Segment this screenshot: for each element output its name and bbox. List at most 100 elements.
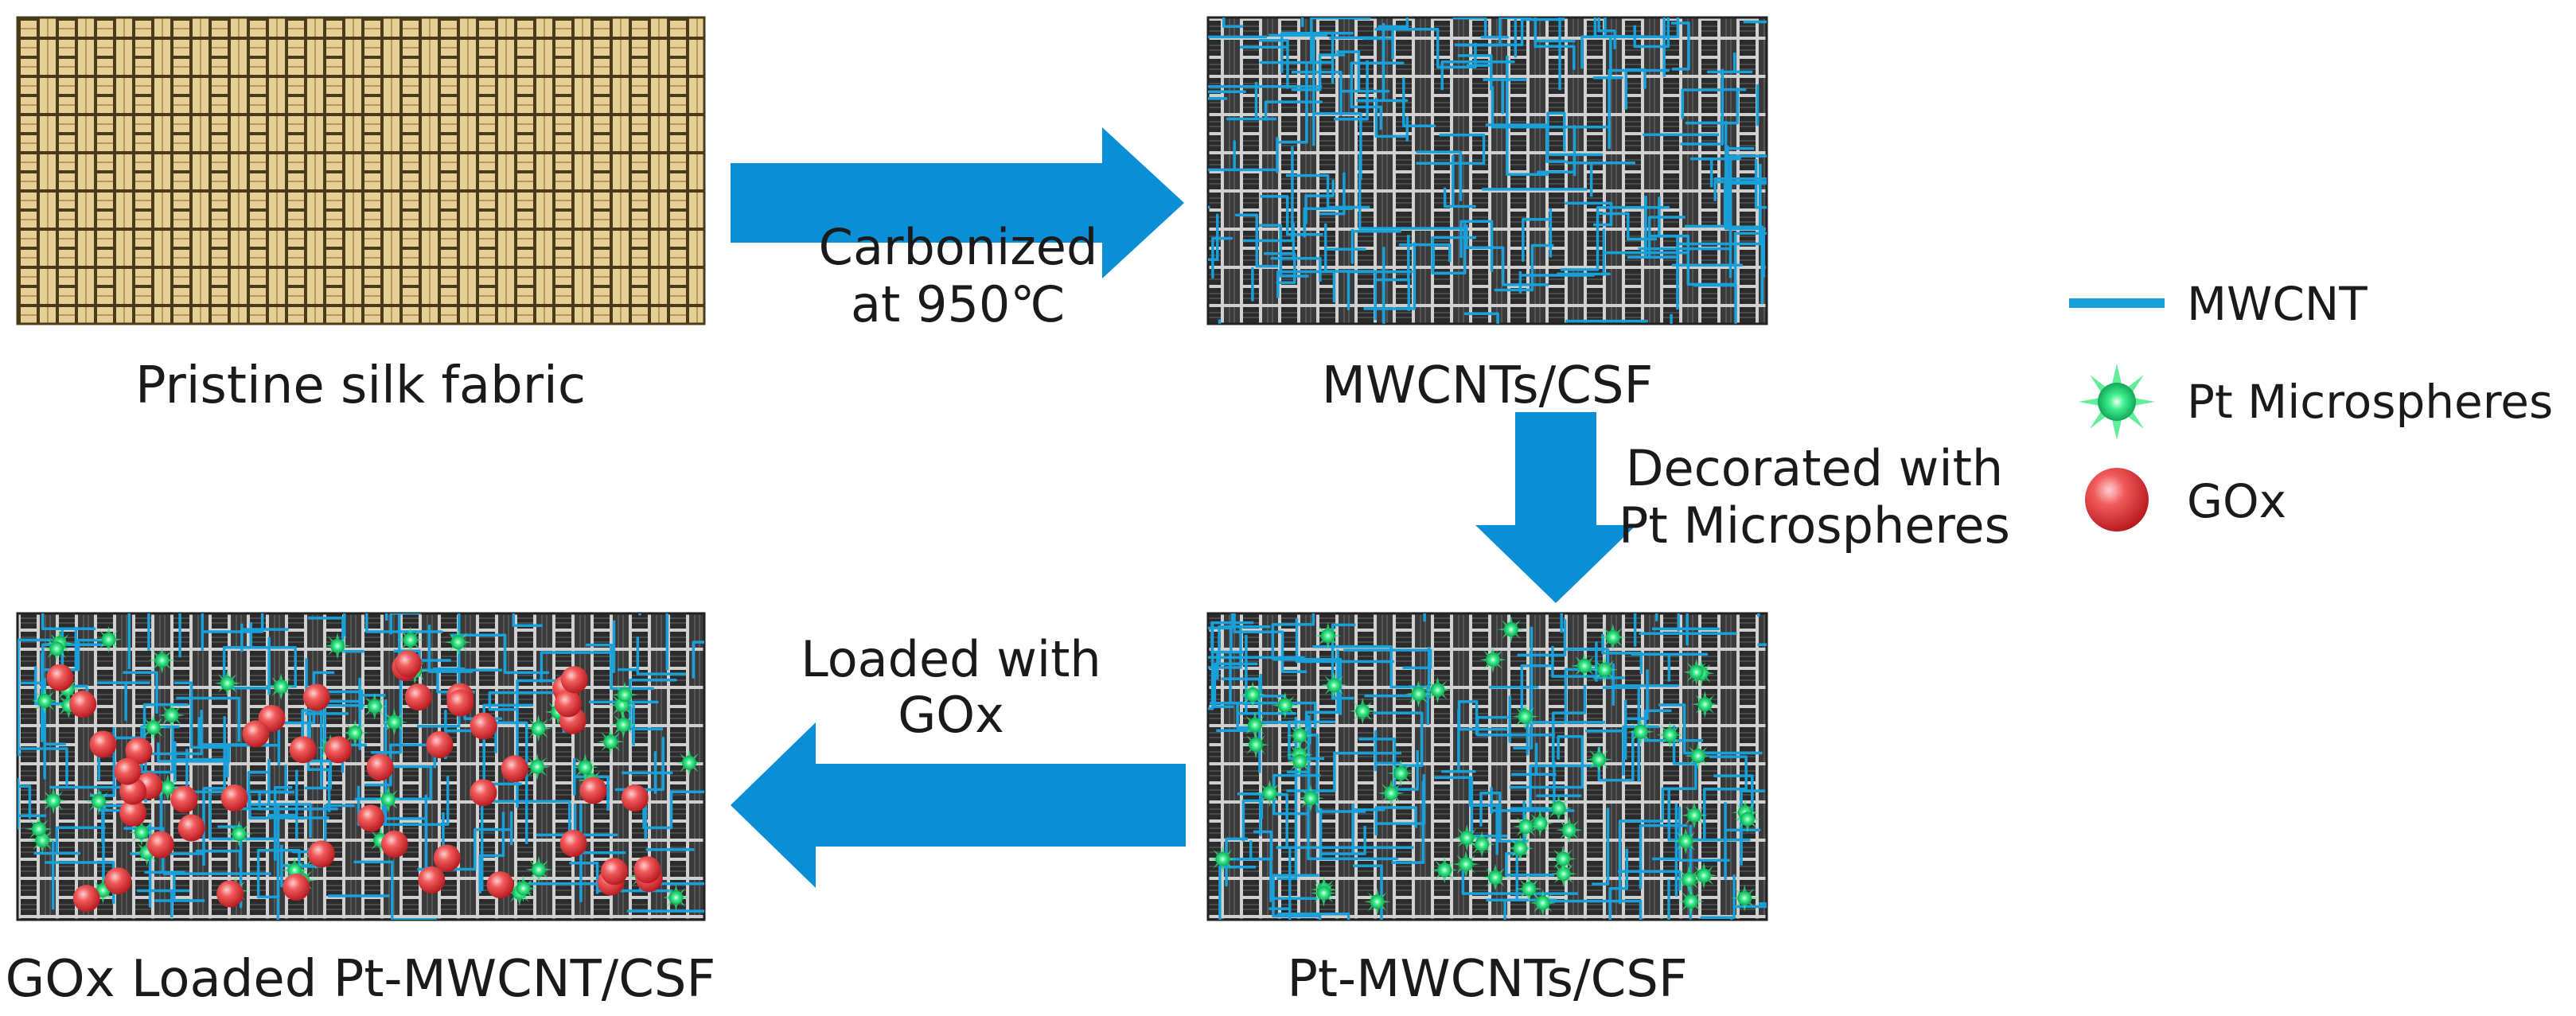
mwcnt-fiber (1483, 78, 1527, 115)
mwcnts-csf-panel (1206, 16, 1768, 325)
gox-sphere (621, 784, 649, 812)
mwcnt-fiber (1303, 207, 1354, 238)
mwcnt-fiber (427, 625, 474, 673)
mwcnt-fiber (1269, 848, 1292, 920)
mwcnt-fiber (1208, 140, 1276, 172)
mwcnt-fiber (1633, 18, 1670, 49)
mwcnt-fiber (1514, 18, 1561, 91)
mwcnt-fiber (96, 681, 150, 721)
mwcnt-fiber (1713, 774, 1754, 819)
gox-sphere (119, 799, 147, 827)
mwcnt-fiber (512, 613, 543, 627)
mwcnt-fiber (1351, 804, 1385, 854)
pt-microsphere (662, 884, 690, 912)
pt-microsphere (1256, 779, 1284, 807)
gox-sphere (283, 874, 310, 901)
pristine-silk-label: Pristine silk fabric (135, 356, 586, 415)
pt-microsphere (1681, 801, 1709, 829)
mwcnt-fiber (1529, 764, 1600, 809)
mwcnt-fiber (1561, 206, 1670, 271)
pt-microsphere (524, 714, 552, 742)
mwcnt-fiber (1670, 21, 1690, 71)
mwcnt-fiber (540, 620, 616, 683)
mwcnt-fiber (1510, 760, 1582, 810)
pt-microsphere (380, 708, 408, 736)
pt-microsphere (1242, 731, 1270, 759)
pt-microsphere (1286, 722, 1314, 749)
mwcnt-fiber (1364, 647, 1431, 698)
mwcnt-fiber (1208, 205, 1210, 209)
mwcnt-fiber (1638, 154, 1767, 251)
mwcnt-fiber (588, 700, 659, 746)
gox-sphere (446, 689, 474, 717)
pt-microsphere (1672, 827, 1700, 855)
mwcnt-fiber (1693, 283, 1737, 324)
mwcnt-fiber (1443, 155, 1476, 208)
mwcnt-fiber (1684, 184, 1728, 228)
mwcnt-fiber (1350, 61, 1405, 130)
pt-microsphere (1591, 656, 1619, 683)
mwcnt-fiber (1264, 251, 1296, 284)
pt-microsphere (158, 701, 185, 729)
mwcnt-fiber (1475, 715, 1556, 737)
gox-sphere (554, 690, 582, 718)
mwcnt-fiber (1658, 703, 1763, 755)
gox-sphere (72, 885, 100, 913)
mwcnt-fiber (1654, 613, 1689, 646)
mwcnt-fiber (267, 758, 312, 838)
pt-microsphere (374, 785, 402, 813)
mwcnt-fiber (692, 640, 704, 679)
gox-loaded-panel (16, 612, 706, 921)
pt-microsphere (509, 874, 537, 902)
mwcnt-fiber (178, 613, 205, 658)
mwcnt-fiber (1601, 634, 1643, 674)
gox-sphere (633, 856, 661, 884)
pt-microsphere (1349, 697, 1377, 725)
mwcnt-fiber (1416, 133, 1486, 165)
mwcnt-fiber (1374, 28, 1477, 69)
mwcnt-fiber (1633, 613, 1637, 648)
mwcnt-fiber (478, 812, 505, 893)
gox-sphere (69, 691, 97, 718)
mwcnt-fiber (18, 638, 53, 734)
mwcnt-fiber (1454, 18, 1565, 47)
mwcnt-fiber (622, 750, 673, 794)
mwcnt-fiber (1343, 648, 1432, 670)
pt-microsphere (1512, 813, 1540, 840)
gox-sphere (114, 757, 142, 785)
mwcnt-fiber (1208, 90, 1246, 94)
gox-sphere (560, 666, 588, 694)
mwcnt-fiber (1757, 613, 1760, 617)
mwcnt-fiber (1260, 792, 1288, 847)
gox-legend-icon (2085, 468, 2149, 531)
pt-microsphere (1297, 784, 1325, 812)
pt-microsphere (1690, 862, 1718, 889)
mwcnt-fiber (97, 703, 189, 781)
mwcnt-fiber (123, 671, 158, 714)
mwcnt-fiber (1726, 201, 1764, 305)
gox-sphere (177, 814, 205, 842)
pt-microsphere (1677, 888, 1705, 915)
mwcnt-fiber (251, 803, 280, 920)
mwcnt-fiber (1494, 243, 1554, 292)
mwcnt-fiber (1457, 700, 1508, 735)
mwcnt-fiber (427, 811, 513, 871)
pt-microsphere-legend-icon (2079, 364, 2155, 440)
mwcnt-fiber (144, 710, 203, 803)
mwcnt-fiber (1754, 158, 1767, 209)
mwcnt-fiber (1258, 721, 1311, 773)
mwcnt-fiber (1735, 902, 1767, 909)
mwcnt-fiber (1452, 18, 1509, 39)
pt-microsphere-group (1209, 616, 1761, 917)
pt-microsphere (1545, 794, 1572, 822)
pt-microsphere (1363, 888, 1391, 916)
mwcnt-fiber (1592, 808, 1610, 886)
pt-legend-label: Pt Microspheres (2187, 375, 2553, 429)
gox-sphere (394, 650, 422, 678)
mwcnt-fiber (1526, 721, 1606, 756)
mwcnt-fiber (222, 621, 253, 684)
load-step-line2: GOx (898, 686, 1004, 744)
pt-microsphere (1378, 779, 1405, 807)
mwcnt-fiber (1627, 196, 1677, 259)
gox-sphere (104, 867, 132, 895)
